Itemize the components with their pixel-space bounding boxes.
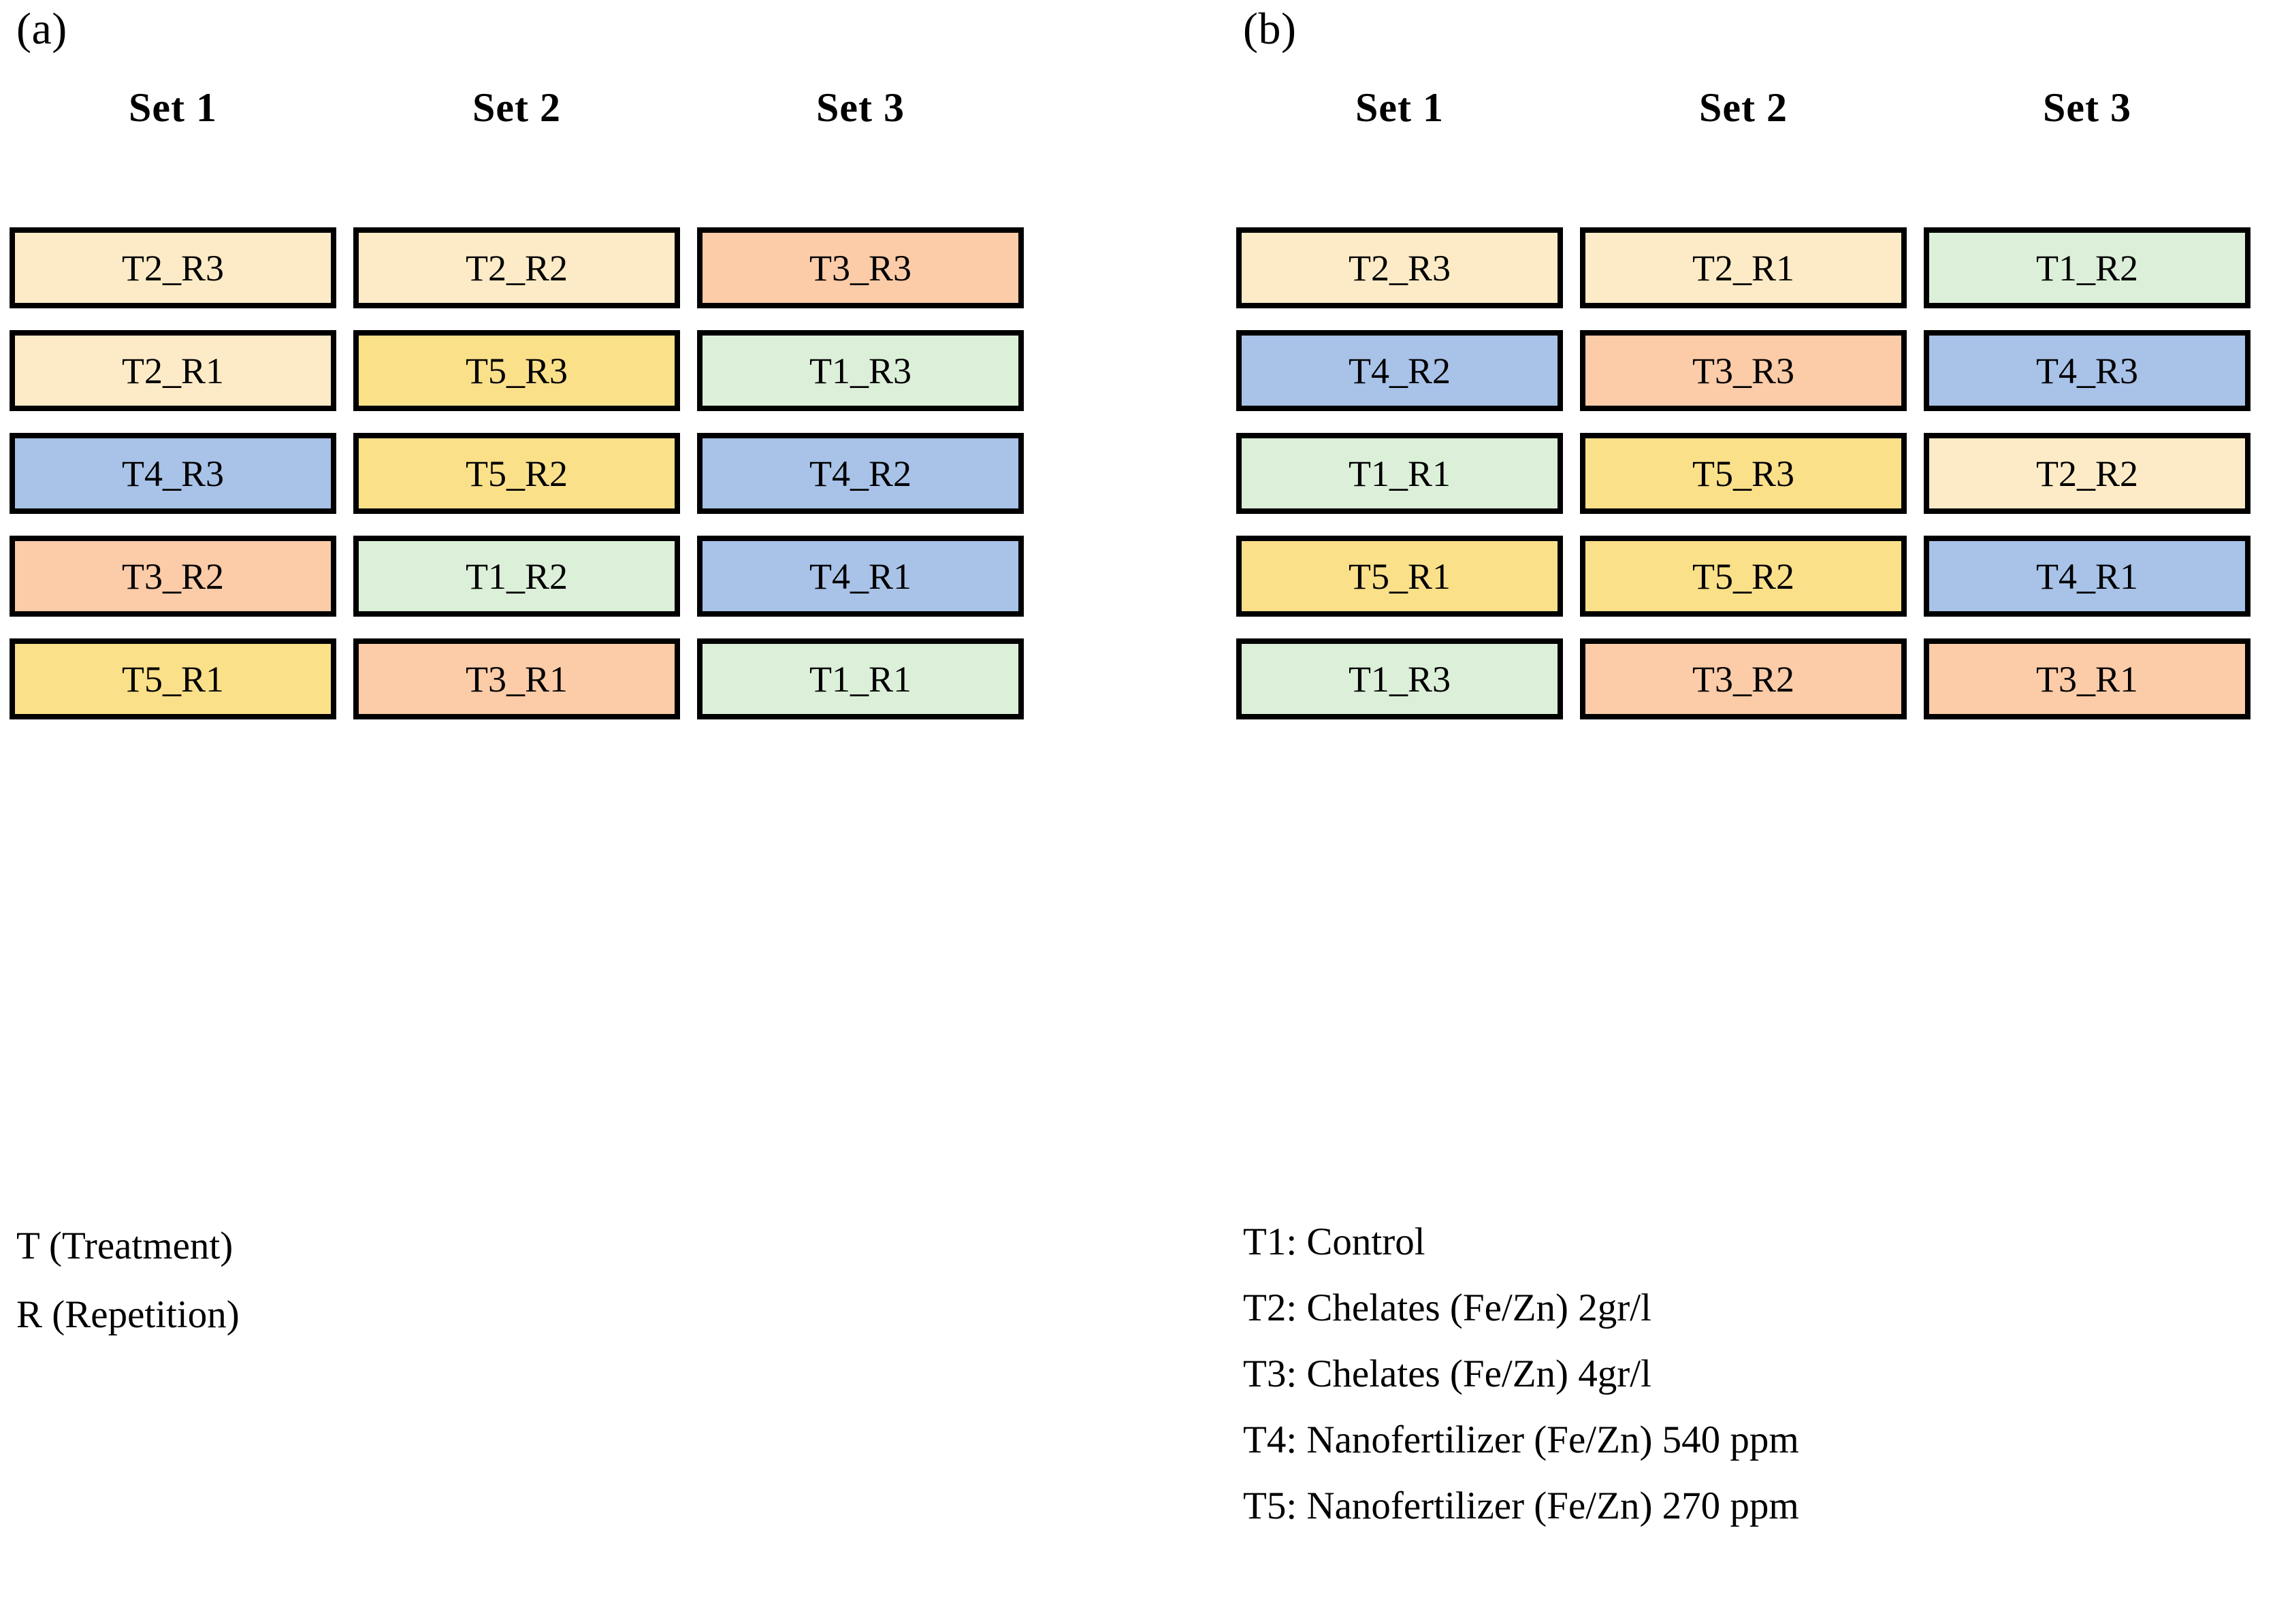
plot-box[interactable]: T3_R3 [1580,330,1907,411]
plot-box[interactable]: T3_R2 [1580,638,1907,719]
plot-box[interactable]: T5_R1 [10,638,336,719]
plot-box[interactable]: T1_R1 [1236,433,1563,514]
plot-box[interactable]: T1_R3 [697,330,1024,411]
plot-box[interactable]: T2_R3 [1236,227,1563,308]
plot-box[interactable]: T2_R3 [10,227,336,308]
plot-box[interactable]: T4_R3 [1924,330,2250,411]
plot-box[interactable]: T4_R2 [1236,330,1563,411]
plot-box[interactable]: T4_R3 [10,433,336,514]
plot-box[interactable]: T2_R2 [1924,433,2250,514]
panel-b-column-set-1: T2_R3 T4_R2 T1_R1 T5_R1 T1_R3 [1236,227,1563,719]
plot-box[interactable]: T4_R2 [697,433,1024,514]
plot-box[interactable]: T2_R1 [1580,227,1907,308]
plot-box[interactable]: T1_R2 [353,536,680,617]
panel-b-header-set-2: Set 2 [1699,85,1788,130]
plot-box[interactable]: T3_R2 [10,536,336,617]
plot-box[interactable]: T4_R1 [697,536,1024,617]
panel-b-set-headers: Set 1 Set 2 Set 3 [1236,87,2250,128]
panel-b-legend: T1: Control T2: Chelates (Fe/Zn) 2gr/l T… [1243,1222,2250,1553]
panel-b: (b) Set 1 Set 2 Set 3 T2_R3 T4_R2 T1_R1 … [1227,0,2275,1624]
plot-box[interactable]: T5_R2 [1580,536,1907,617]
plot-box[interactable]: T5_R2 [353,433,680,514]
legend-line-treatment: T (Treatment) [16,1224,233,1267]
legend-line-t1: T1: Control [1243,1220,1425,1263]
plot-box[interactable]: T2_R1 [10,330,336,411]
legend-line-t5: T5: Nanofertilizer (Fe/Zn) 270 ppm [1243,1484,1799,1527]
plot-box[interactable]: T1_R3 [1236,638,1563,719]
plot-box[interactable]: T5_R3 [1580,433,1907,514]
plot-box[interactable]: T1_R2 [1924,227,2250,308]
legend-line-t4: T4: Nanofertilizer (Fe/Zn) 540 ppm [1243,1418,1799,1461]
legend-line-repetition: R (Repetition) [16,1293,240,1336]
panel-b-column-set-2: T2_R1 T3_R3 T5_R3 T5_R2 T3_R2 [1580,227,1907,719]
plot-box[interactable]: T5_R3 [353,330,680,411]
panel-b-header-set-1: Set 1 [1355,85,1444,130]
plot-box[interactable]: T4_R1 [1924,536,2250,617]
panel-b-tag: (b) [1243,4,1297,54]
plot-box[interactable]: T3_R3 [697,227,1024,308]
panel-a-plot-grid: T2_R3 T2_R1 T4_R3 T3_R2 T5_R1 T2_R2 T5_R… [10,227,1024,719]
panel-a-header-set-2: Set 2 [472,85,561,130]
panel-b-plot-grid: T2_R3 T4_R2 T1_R1 T5_R1 T1_R3 T2_R1 T3_R… [1236,227,2250,719]
panel-b-header-set-3: Set 3 [2043,85,2131,130]
panel-a-set-headers: Set 1 Set 2 Set 3 [10,87,1024,128]
panel-a-column-set-1: T2_R3 T2_R1 T4_R3 T3_R2 T5_R1 [10,227,336,719]
plot-box[interactable]: T3_R1 [1924,638,2250,719]
panel-a-header-set-1: Set 1 [129,85,217,130]
panel-a-tag: (a) [16,4,67,54]
plot-box[interactable]: T3_R1 [353,638,680,719]
panel-a-legend: T (Treatment) R (Repetition) [16,1227,1024,1334]
plot-box[interactable]: T1_R1 [697,638,1024,719]
panel-a: (a) Set 1 Set 2 Set 3 T2_R3 T2_R1 T4_R3 … [0,0,1048,1624]
plot-box[interactable]: T2_R2 [353,227,680,308]
plot-box[interactable]: T5_R1 [1236,536,1563,617]
panel-a-header-set-3: Set 3 [816,85,905,130]
panel-b-column-set-3: T1_R2 T4_R3 T2_R2 T4_R1 T3_R1 [1924,227,2250,719]
panel-a-column-set-2: T2_R2 T5_R3 T5_R2 T1_R2 T3_R1 [353,227,680,719]
legend-line-t2: T2: Chelates (Fe/Zn) 2gr/l [1243,1286,1651,1329]
panel-a-column-set-3: T3_R3 T1_R3 T4_R2 T4_R1 T1_R1 [697,227,1024,719]
legend-line-t3: T3: Chelates (Fe/Zn) 4gr/l [1243,1352,1651,1395]
